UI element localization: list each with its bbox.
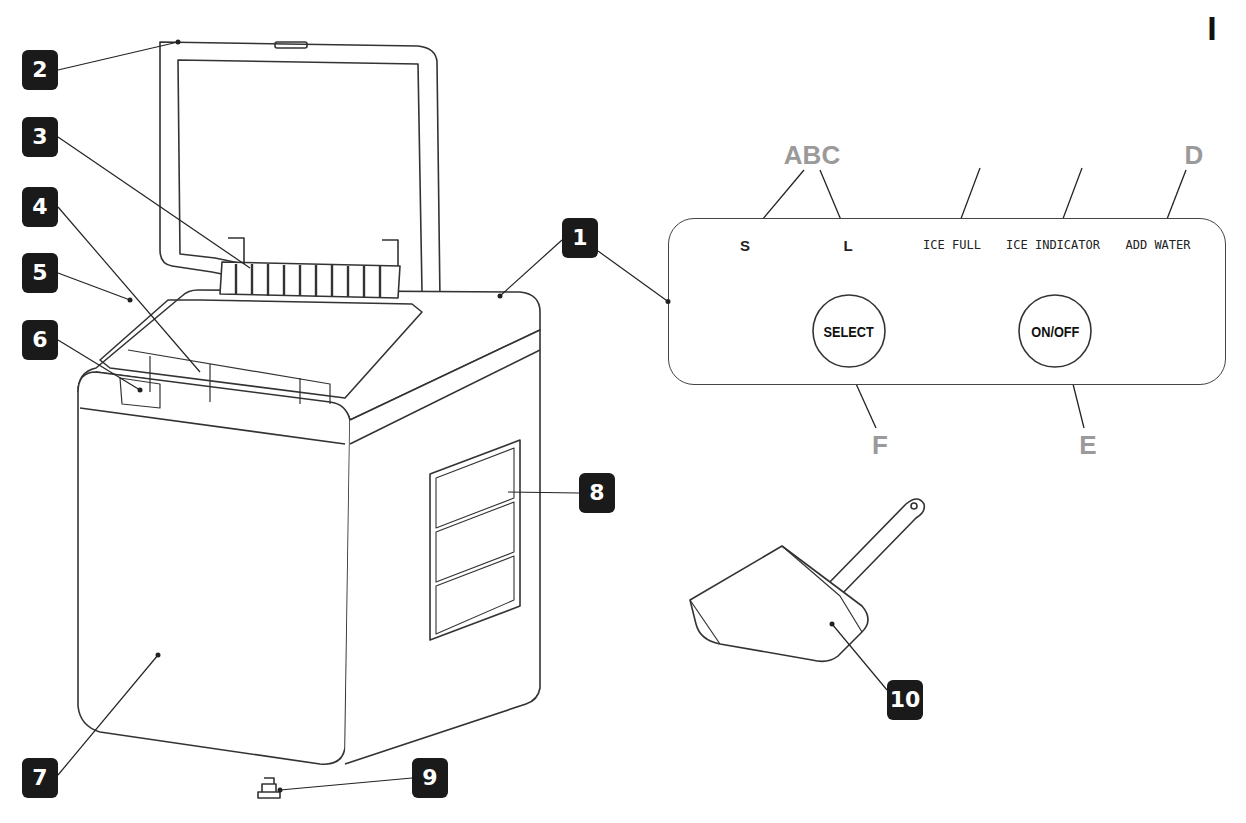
front-face: [78, 372, 350, 764]
lid-hinges: [228, 238, 398, 266]
callout-text: 9: [422, 767, 437, 789]
panel-button: ON/OFF: [1017, 293, 1093, 369]
leader-dot: [498, 294, 503, 299]
panel-button: SELECT: [811, 293, 887, 369]
rim-edge: [80, 408, 345, 444]
callout-text: 4: [32, 196, 47, 218]
vent: [430, 440, 520, 640]
callout-number: 4: [22, 187, 58, 227]
ice-basket: [220, 262, 400, 298]
button-letter: E: [1079, 432, 1096, 458]
side-panel: [345, 330, 540, 764]
leader-line: [280, 778, 412, 790]
callout-text: 6: [32, 329, 47, 351]
callout-text: 8: [589, 482, 604, 504]
leader-line: [58, 137, 250, 268]
scoop-bowl: [690, 546, 868, 661]
basket-bars: [236, 264, 380, 298]
callout-number: 2: [22, 50, 58, 90]
leader-line: [58, 42, 178, 70]
connector-line: [598, 251, 668, 302]
indicator-letter: ABC: [784, 142, 840, 168]
ice-tray: [128, 350, 330, 404]
indicator-label: ICE INDICATOR: [1006, 239, 1100, 251]
leader-dot: [830, 622, 835, 627]
button-circle: [1019, 295, 1091, 367]
leader-line: [508, 492, 579, 493]
leader-dot: [156, 653, 161, 658]
leader-connector: [598, 251, 671, 304]
drain-plug: [258, 778, 280, 798]
scoop-slot: [120, 378, 160, 408]
indicator-letter: D: [1185, 142, 1204, 168]
page-marker: I: [1207, 11, 1216, 45]
leader-line: [58, 207, 200, 372]
callout-number: 6: [22, 320, 58, 360]
leader-dot: [138, 388, 143, 393]
callout-number: 1: [562, 218, 598, 258]
callout-number: 3: [22, 117, 58, 157]
lid: [160, 42, 440, 312]
vent-slats: [436, 448, 514, 634]
callout-text: 2: [32, 59, 47, 81]
callout-text: 5: [32, 262, 47, 284]
scoop-handle: [826, 499, 924, 596]
button-label: ON/OFF: [1031, 323, 1079, 340]
leader-line: [58, 273, 130, 300]
callout-text: 10: [890, 689, 921, 711]
callout-number: 10: [887, 680, 923, 720]
leader-line: [58, 655, 158, 775]
leader-dot: [176, 40, 181, 45]
callout-number: 7: [22, 758, 58, 798]
scoop-hole: [911, 503, 917, 509]
leader-dot: [278, 788, 283, 793]
connector-dot: [666, 299, 671, 304]
indicator-label: ADD WATER: [1125, 239, 1190, 251]
leader-line: [500, 240, 562, 296]
side-rim-edge: [350, 350, 540, 444]
button-circle: [813, 295, 885, 367]
callout-text: 7: [32, 767, 47, 789]
indicator-label: L: [843, 238, 852, 253]
button-label: SELECT: [824, 323, 874, 340]
lid-handle: [275, 42, 307, 48]
callout-text: 1: [572, 227, 587, 249]
indicator-label: S: [740, 238, 750, 253]
leader-lines: [58, 42, 887, 790]
leader-line: [58, 340, 140, 390]
callout-text: 3: [32, 126, 47, 148]
leader-dots: [128, 40, 835, 793]
callout-number: 9: [412, 758, 448, 798]
lid-inner: [178, 60, 422, 298]
callout-number: 8: [579, 473, 615, 513]
callout-number: 5: [22, 253, 58, 293]
indicator-label: ICE FULL: [923, 239, 981, 251]
leader-dot: [128, 298, 133, 303]
button-letter: F: [872, 432, 888, 458]
leader-line: [832, 624, 887, 690]
